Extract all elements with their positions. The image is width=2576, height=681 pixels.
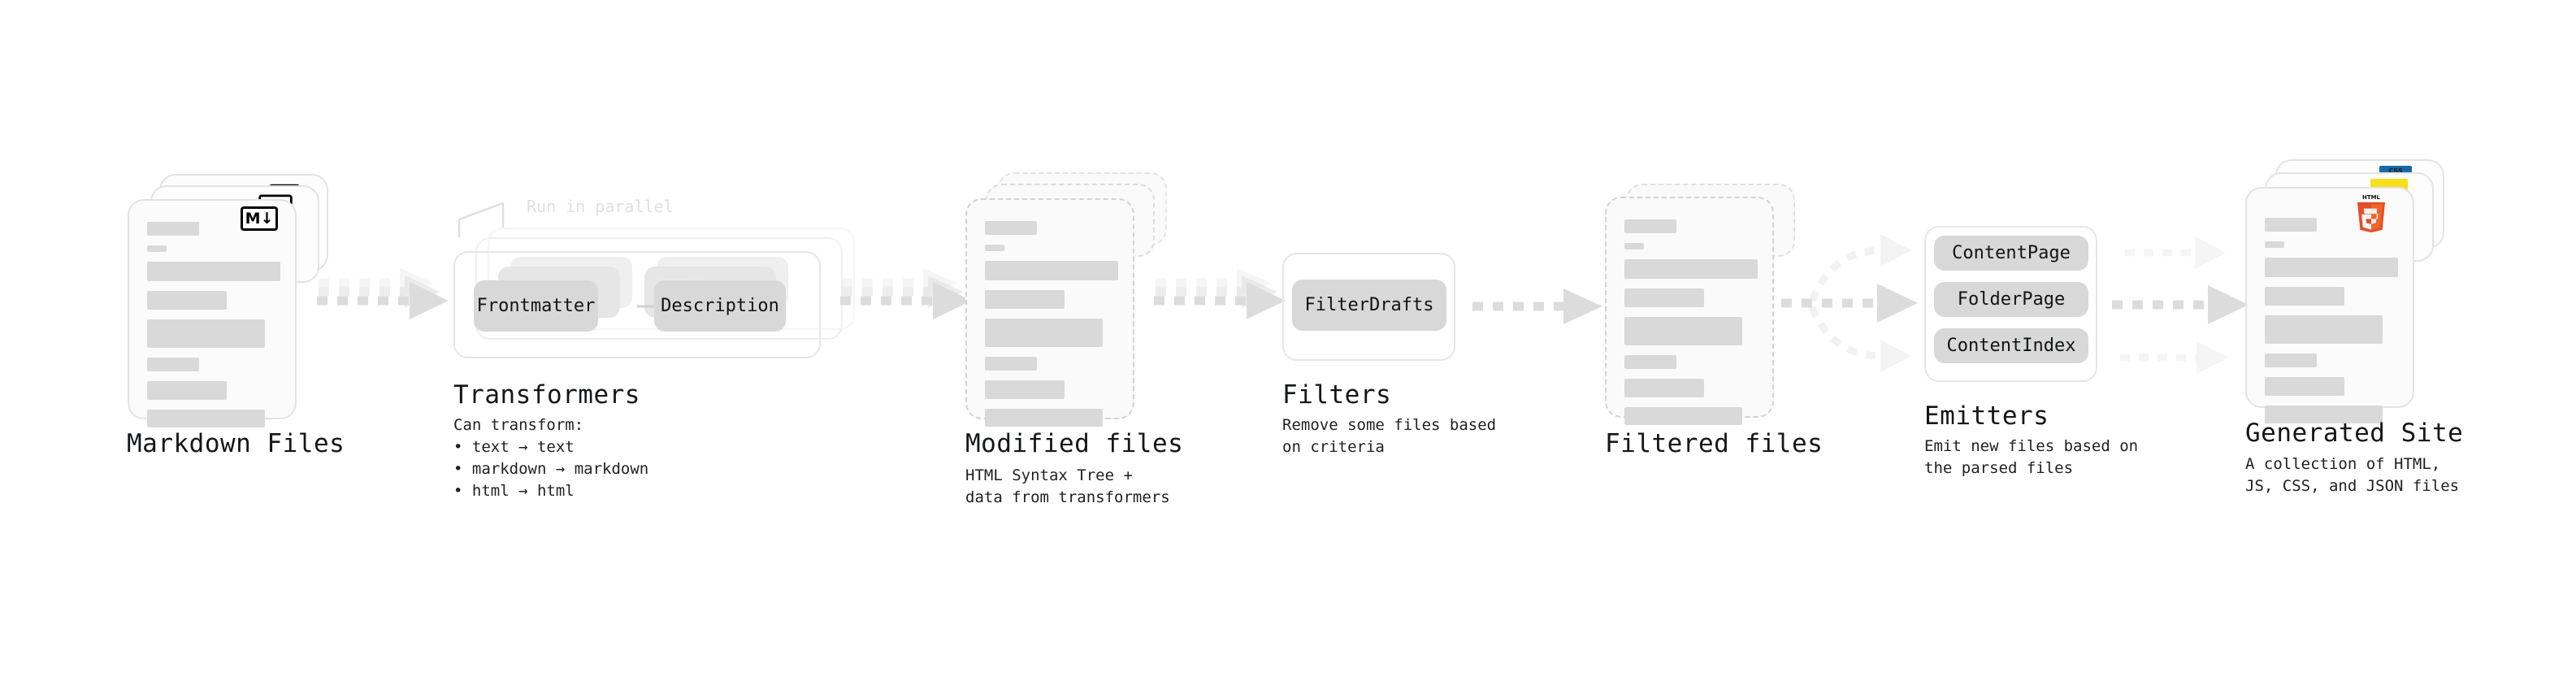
modified-files-subtitle: HTML Syntax Tree + data from transformer… <box>965 466 1170 506</box>
site-card-front <box>2245 187 2414 423</box>
transformers-title: Transformers <box>453 380 640 410</box>
modified-card-front <box>965 198 1134 427</box>
modified-files-title: Modified files <box>965 429 1184 458</box>
markdown-card-front <box>128 199 297 427</box>
generated-site-title: Generated Site <box>2245 419 2464 448</box>
emitters-box <box>1924 226 2097 382</box>
transformer-pill-description-label: Description <box>661 296 779 316</box>
filtered-placeholder-lines <box>1624 219 1758 435</box>
connector-filtered-to-emitters <box>1781 234 1918 372</box>
connector-markdown-to-transformers <box>317 268 449 319</box>
emitter-pill-contentpage-label: ContentPage <box>1952 243 2071 263</box>
filter-pill-filterdrafts[interactable]: FilterDrafts <box>1292 280 1446 331</box>
transformer-pill-description[interactable]: Description <box>654 280 786 332</box>
site-placeholder-lines <box>2265 218 2398 433</box>
filters-box <box>1282 253 1455 361</box>
connector-emitters-to-site <box>2112 236 2249 374</box>
emitter-pill-contentpage[interactable]: ContentPage <box>1934 236 2088 271</box>
svg-text:CSS: CSS <box>2388 167 2402 175</box>
html5-logo-icon: HTML <box>2354 193 2388 232</box>
filtered-files-title: Filtered files <box>1605 429 1824 458</box>
filtered-card-front <box>1605 197 1774 425</box>
connector-transformers-to-modified <box>840 268 972 319</box>
transformer-pill-frontmatter[interactable]: Frontmatter <box>474 280 598 332</box>
emitters-title: Emitters <box>1924 401 2049 431</box>
connector-modified-to-filters <box>1154 268 1286 319</box>
emitter-pill-contentindex-label: ContentIndex <box>1946 336 2076 356</box>
run-in-parallel-label: Run in parallel <box>527 197 674 216</box>
filters-subtitle: Remove some files based on criteria <box>1282 416 1497 456</box>
run-in-parallel-pointer <box>458 202 505 237</box>
svg-text:HTML: HTML <box>2362 194 2380 201</box>
emitter-pill-contentindex[interactable]: ContentIndex <box>1934 328 2088 363</box>
markdown-files-title: Markdown Files <box>127 429 345 458</box>
filter-pill-filterdrafts-label: FilterDrafts <box>1304 295 1434 315</box>
markdown-badge-icon: M↓ <box>241 206 278 231</box>
transformers-box-front <box>453 251 821 358</box>
transformer-pill-frontmatter-label: Frontmatter <box>476 296 596 316</box>
markdown-badge-label: M↓ <box>245 209 274 228</box>
transformers-subtitle: Can transform: • text → text • markdown … <box>453 416 649 500</box>
markdown-placeholder-lines <box>147 222 280 437</box>
emitter-pill-folderpage[interactable]: FolderPage <box>1934 282 2088 317</box>
connector-filters-to-filtered <box>1472 288 1602 324</box>
emitters-subtitle: Emit new files based on the parsed files <box>1924 437 2139 477</box>
generated-site-subtitle: A collection of HTML, JS, CSS, and JSON … <box>2245 455 2460 495</box>
emitter-pill-folderpage-label: FolderPage <box>1957 289 2066 310</box>
modified-placeholder-lines <box>985 221 1118 436</box>
filters-title: Filters <box>1282 380 1392 410</box>
